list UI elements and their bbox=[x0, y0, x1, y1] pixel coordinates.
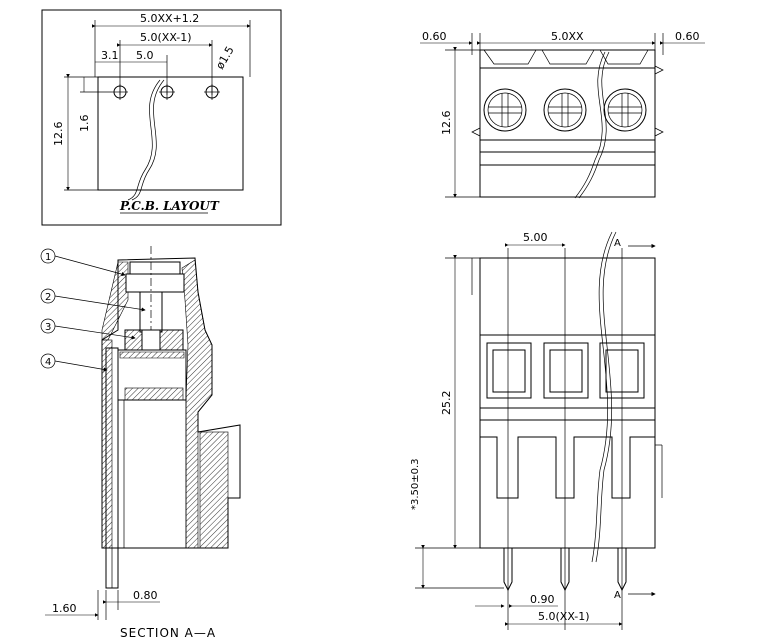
front-dim-pin-width: 0.90 bbox=[530, 593, 555, 606]
top-dim-left: 0.60 bbox=[422, 30, 447, 43]
callout-1: 1 bbox=[40, 248, 126, 277]
front-view: A A 5.00 25.2 *3.50±0.3 0.90 5.0(XX-1) bbox=[410, 231, 663, 630]
svg-text:3: 3 bbox=[45, 322, 51, 333]
pcb-dim-edge: 3.1 bbox=[101, 49, 119, 62]
pcb-dim-overall: 5.0XX+1.2 bbox=[140, 12, 199, 25]
callout-4: 4 bbox=[40, 353, 108, 372]
pcb-hole bbox=[159, 84, 175, 100]
pcb-layout-view: 5.0XX+1.2 5.0(XX-1) 3.1 5.0 ø1.5 12.6 1.… bbox=[41, 9, 282, 226]
section-mark-bottom: A bbox=[614, 590, 621, 601]
front-dim-pitch: 5.00 bbox=[523, 231, 548, 244]
front-dim-height: 25.2 bbox=[440, 391, 453, 416]
pcb-dim-height: 12.6 bbox=[52, 122, 65, 147]
front-view-body bbox=[479, 257, 656, 549]
pcb-frame bbox=[41, 9, 282, 226]
callout-3: 3 bbox=[40, 318, 136, 340]
section-title: SECTION A—A bbox=[120, 626, 216, 640]
pcb-dim-hole-offset: 1.6 bbox=[78, 115, 91, 133]
top-view: 0.60 5.0XX 0.60 12.6 bbox=[420, 30, 705, 199]
svg-text:4: 4 bbox=[45, 357, 51, 368]
top-dim-right: 0.60 bbox=[675, 30, 700, 43]
top-dim-width: 5.0XX bbox=[551, 30, 584, 43]
pcb-body-outline bbox=[97, 76, 244, 191]
pcb-dim-hole: ø1.5 bbox=[213, 44, 236, 71]
section-dim-pin: 0.80 bbox=[133, 589, 158, 602]
front-pin bbox=[560, 548, 570, 592]
pcb-layout-title: P.C.B. LAYOUT bbox=[119, 199, 220, 213]
wire-opening bbox=[543, 342, 589, 399]
top-dim-height: 12.6 bbox=[440, 111, 453, 136]
front-pin bbox=[617, 548, 627, 592]
section-dim-left: 1.60 bbox=[52, 602, 77, 615]
screw-head bbox=[543, 88, 587, 132]
section-view: 1 2 3 4 1.60 0.80 SECTION A—A bbox=[40, 246, 241, 640]
front-dim-pin: *3.50±0.3 bbox=[410, 458, 421, 510]
svg-text:1: 1 bbox=[45, 252, 51, 263]
section-mark-top: A bbox=[614, 238, 621, 249]
svg-text:2: 2 bbox=[45, 292, 51, 303]
front-pin bbox=[503, 548, 513, 592]
wire-opening bbox=[486, 342, 532, 399]
top-view-body bbox=[479, 49, 656, 198]
pcb-dim-pitch: 5.0 bbox=[136, 49, 154, 62]
pcb-hole bbox=[204, 84, 220, 100]
pcb-hole bbox=[112, 84, 128, 100]
screw-head bbox=[603, 88, 647, 132]
callout-2: 2 bbox=[40, 288, 146, 312]
front-dim-total: 5.0(XX-1) bbox=[538, 610, 590, 623]
screw-head bbox=[483, 88, 527, 132]
pcb-dim-pitch-total: 5.0(XX-1) bbox=[140, 31, 192, 44]
screw-head-section bbox=[129, 261, 181, 275]
